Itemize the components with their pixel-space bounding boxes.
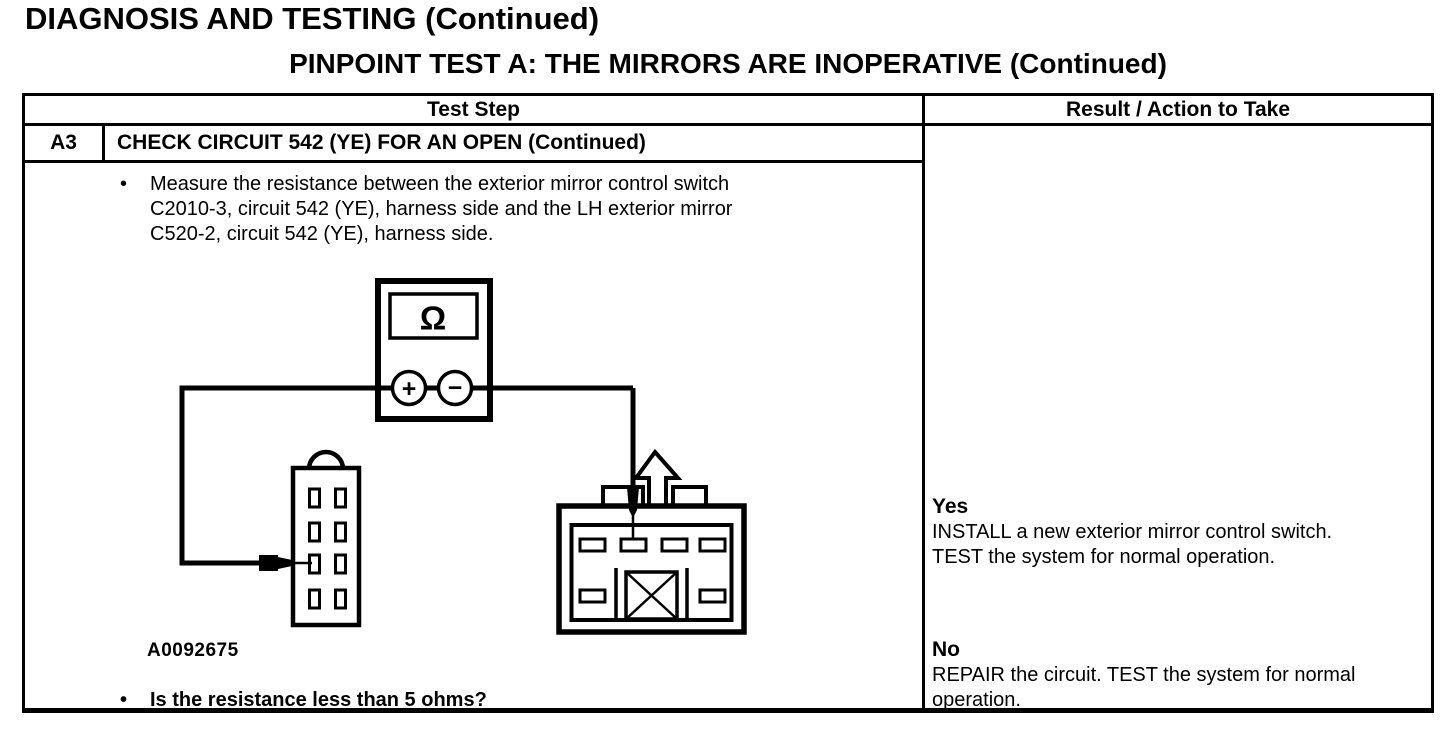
pin (578, 537, 607, 553)
result-yes-label: Yes (932, 495, 969, 518)
column-header-result-action: Result / Action to Take (922, 96, 1431, 123)
result-no-label: No (932, 638, 960, 661)
probe-left-icon (259, 555, 312, 571)
bullet-icon: • (120, 689, 128, 711)
pin (660, 537, 689, 553)
pin (619, 537, 648, 553)
result-yes-block: Yes INSTALL a new exterior mirror contro… (932, 494, 1382, 570)
ohm-symbol: Ω (420, 300, 446, 337)
result-no-block: No REPAIR the circuit. TEST the system f… (932, 637, 1382, 713)
instruction-text: Measure the resistance between the exter… (150, 173, 733, 245)
step-id-cell: A3 (25, 126, 105, 160)
ohmmeter-display (388, 292, 479, 340)
pin (308, 588, 321, 610)
switch-connector (556, 448, 747, 635)
pin (698, 537, 727, 553)
test-lead-right (627, 388, 639, 540)
pinpoint-test-title: PINPOINT TEST A: THE MIRRORS ARE INOPERA… (289, 48, 1167, 79)
step-title-row: A3 CHECK CIRCUIT 542 (YE) FOR AN OPEN (C… (25, 126, 922, 163)
pin (308, 521, 321, 543)
positive-terminal-icon (390, 369, 428, 407)
ohmmeter: Ω + − (375, 278, 493, 422)
connector-latch-arc (306, 449, 346, 470)
mirror-connector (290, 449, 362, 628)
table-body: A3 CHECK CIRCUIT 542 (YE) FOR AN OPEN (C… (25, 126, 1431, 711)
page-title: DIAGNOSIS AND TESTING (Continued) (25, 1, 600, 36)
result-action-column: Yes INSTALL a new exterior mirror contro… (922, 126, 1431, 711)
pinpoint-test-table: Test Step Result / Action to Take A3 CHE… (22, 93, 1434, 713)
result-yes-action: INSTALL a new exterior mirror control sw… (932, 521, 1333, 568)
pin (334, 553, 347, 575)
test-step-column: A3 CHECK CIRCUIT 542 (YE) FOR AN OPEN (C… (25, 126, 922, 711)
table-header-row: Test Step Result / Action to Take (25, 96, 1431, 126)
negative-terminal-icon (436, 369, 474, 407)
pin (698, 588, 727, 604)
step-body-cell: • Measure the resistance between the ext… (25, 163, 922, 711)
pin (308, 487, 321, 509)
pin (578, 588, 607, 604)
question-item: • Is the resistance less than 5 ohms? (120, 688, 770, 713)
step-title-cell: CHECK CIRCUIT 542 (YE) FOR AN OPEN (Cont… (117, 131, 646, 154)
result-no-action: REPAIR the circuit. TEST the system for … (932, 664, 1356, 711)
column-header-test-step: Test Step (427, 97, 520, 121)
pin (334, 588, 347, 610)
figure-id: A0092675 (147, 640, 239, 661)
minus-symbol: − (448, 374, 463, 402)
bullet-icon: • (120, 173, 128, 195)
instruction-item: • Measure the resistance between the ext… (120, 172, 770, 247)
plus-symbol: + (402, 375, 417, 403)
pin (334, 487, 347, 509)
circuit-diagram: Ω + − (179, 278, 747, 635)
pin (334, 521, 347, 543)
question-text: Is the resistance less than 5 ohms? (150, 689, 487, 711)
test-lead-left (179, 385, 378, 566)
probe-right-icon (627, 487, 639, 518)
